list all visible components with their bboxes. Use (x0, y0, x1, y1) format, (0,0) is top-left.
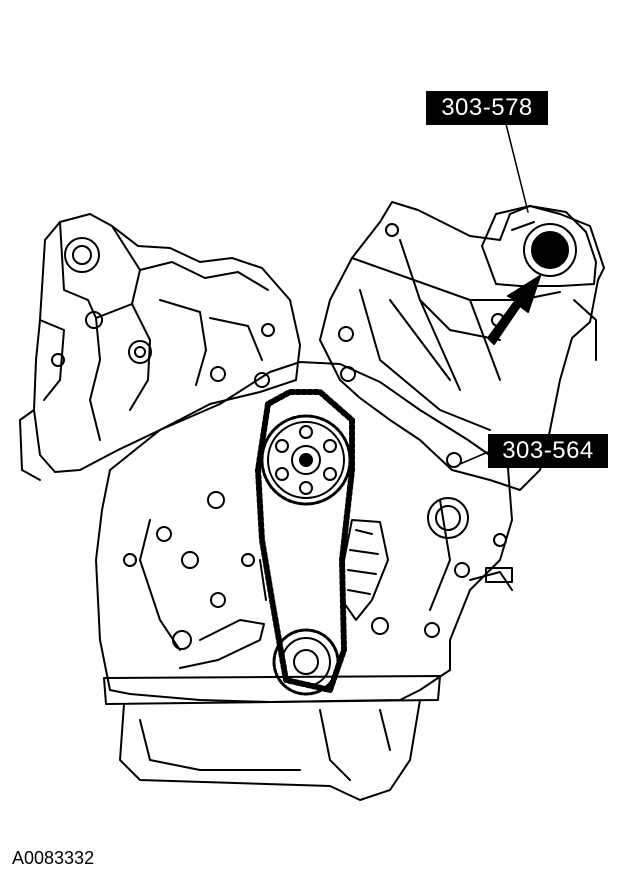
engine-block (95, 361, 513, 703)
leader-line-303-578 (505, 123, 529, 213)
direction-arrow (487, 275, 541, 345)
camshaft-tool (481, 205, 597, 287)
timing-chain (255, 389, 355, 693)
leader-line-303-564 (459, 451, 489, 465)
oil-pan (103, 675, 441, 801)
camshaft-sprocket (260, 414, 352, 506)
figure-id: A0083332 (12, 848, 95, 868)
tool-callout-303-564: 303-564 (488, 434, 608, 468)
left-cylinder-head (19, 213, 301, 481)
chain-tensioner (179, 519, 389, 669)
crankshaft-sprocket (272, 628, 340, 696)
tool-callout-303-578: 303-578 (426, 91, 548, 125)
right-cylinder-head (319, 201, 605, 491)
